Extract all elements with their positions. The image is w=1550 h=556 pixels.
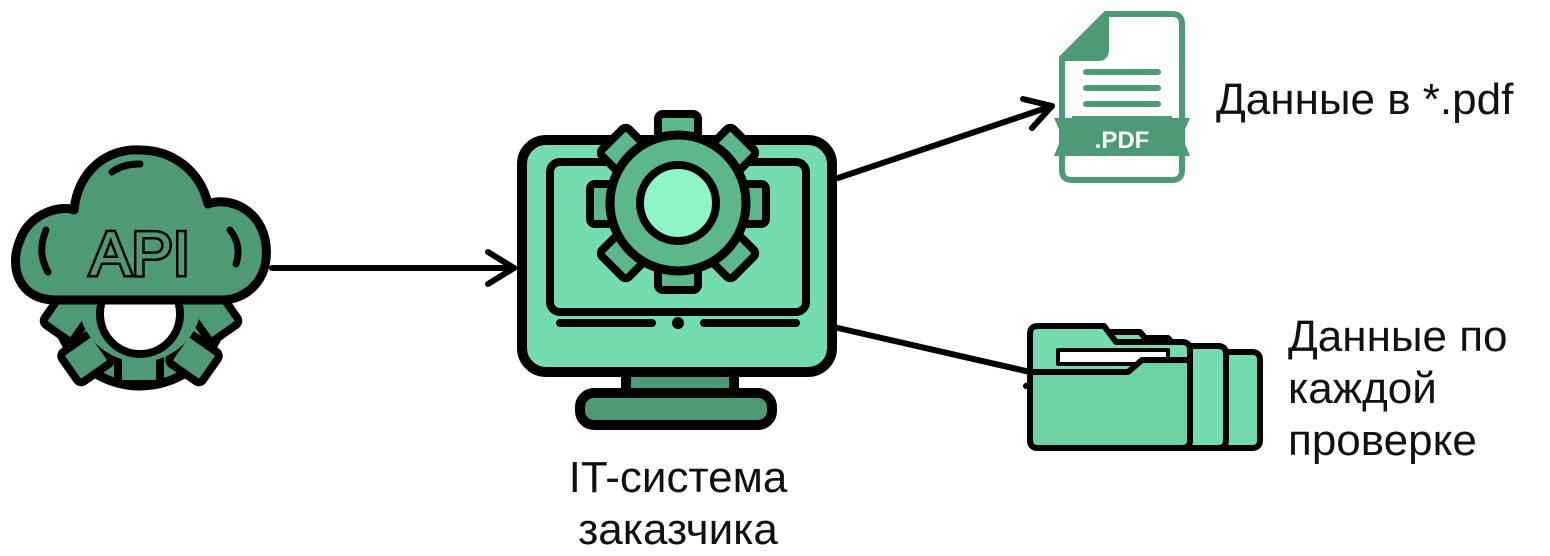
checks-output-label: Данные по каждой проверке <box>1288 311 1507 467</box>
monitor-gear-icon <box>517 110 837 430</box>
system-label-line-1: IT-система <box>568 453 788 502</box>
folder-front <box>1027 323 1193 451</box>
pdf-label: .PDF <box>1095 127 1150 154</box>
monitor-base <box>575 388 777 430</box>
checks-output-line-3: проверке <box>1288 416 1477 465</box>
arrow-api-to-system <box>269 249 517 287</box>
api-text: API <box>90 220 190 289</box>
arrow-system-to-folders <box>835 325 1055 389</box>
checks-output-line-1: Данные по <box>1288 312 1508 361</box>
system-label-line-2: заказчика <box>578 505 778 554</box>
pdf-output-label: Данные в *.pdf <box>1216 75 1514 124</box>
folders-stack-icon <box>1027 323 1263 451</box>
arrow-system-to-pdf <box>835 96 1055 181</box>
api-cloud-gear-icon: API <box>11 145 271 391</box>
system-gear-icon <box>586 110 770 294</box>
pdf-file-icon: .PDF <box>1054 11 1190 183</box>
api-cloud-shape <box>11 145 271 305</box>
system-label: IT-система заказчика <box>548 452 808 556</box>
checks-output-line-2: каждой <box>1288 364 1437 413</box>
